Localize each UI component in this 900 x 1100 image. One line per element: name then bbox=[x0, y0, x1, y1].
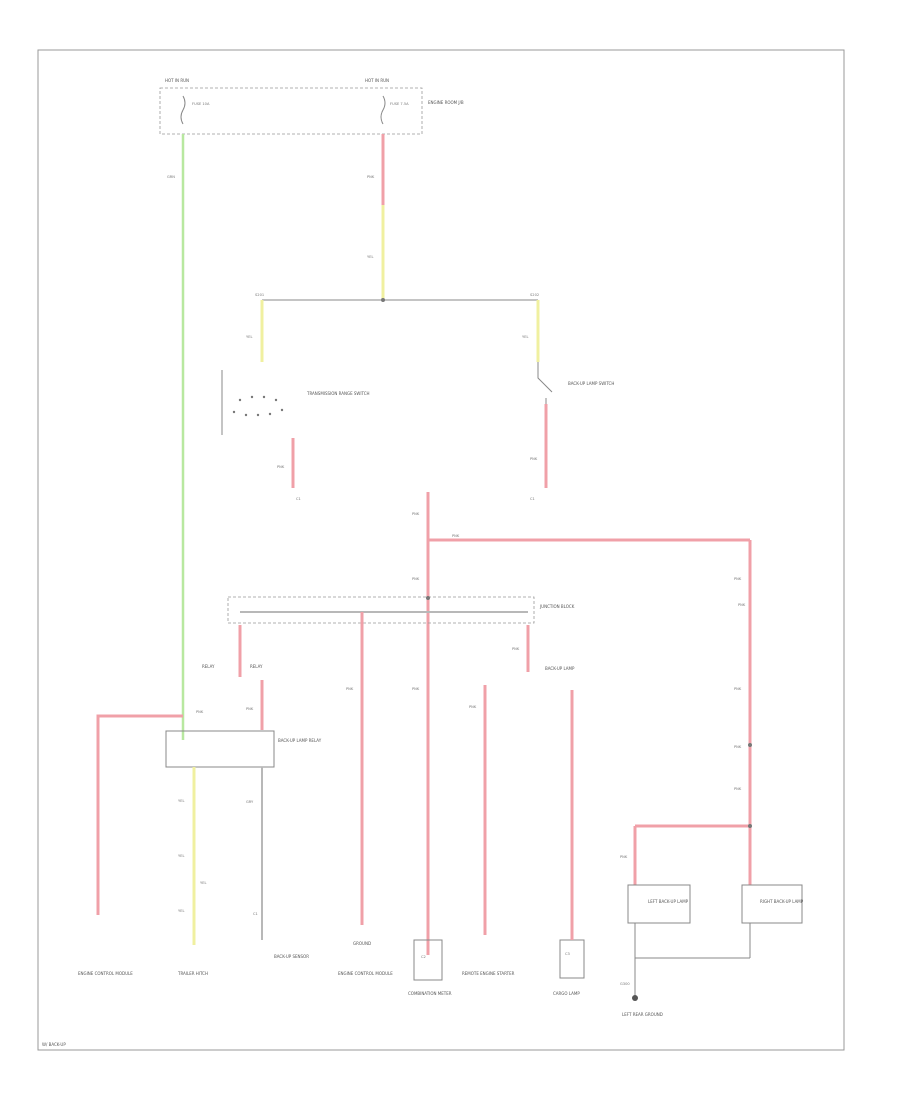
fuse-right-icon bbox=[380, 95, 386, 125]
lamp-left-label: LEFT BACK-UP LAMP bbox=[648, 899, 689, 904]
bottom-label-3: BACK-UP SENSOR bbox=[274, 954, 309, 959]
footer-label: W/ BACK-UP bbox=[42, 1042, 66, 1047]
wire-pink-right-top-label: PNK bbox=[734, 577, 742, 581]
wire-pink-left-long-label: PNK bbox=[196, 710, 204, 714]
fuse-box bbox=[159, 87, 423, 135]
wire-pink-center-low-label: PNK bbox=[412, 577, 420, 581]
connector-1-label: C1 bbox=[253, 912, 258, 916]
tcm-pin-1 bbox=[238, 398, 242, 402]
wire-pink-left-long bbox=[96, 714, 183, 915]
wire-pink-top-label: PNK bbox=[367, 175, 375, 179]
wire-pink-lower-3-label: PNK bbox=[412, 687, 420, 691]
fuse-left-label: FUSE 10A bbox=[192, 102, 210, 106]
tcm-pin-7 bbox=[256, 413, 260, 417]
wire-green-label: GRN bbox=[167, 175, 175, 179]
backup-switch-name: BACK-UP LAMP SWITCH bbox=[568, 381, 614, 386]
tcm-pin-5 bbox=[232, 410, 236, 414]
wire-pink-right-3-label: PNK bbox=[734, 687, 742, 691]
tcm-pin-9 bbox=[280, 408, 284, 412]
wire-pink-right-2-label: PNK bbox=[738, 603, 746, 607]
right-backup-lamp bbox=[741, 884, 803, 924]
ground-icon bbox=[632, 995, 638, 1001]
backup-relay-module bbox=[165, 730, 275, 768]
wire-yellow-module-3-label: YEL bbox=[200, 881, 206, 885]
tcm-pin-4 bbox=[274, 398, 278, 402]
fuse-box-right-label: HOT IN RUN bbox=[365, 78, 389, 83]
bottom-label-6: REMOTE ENGINE STARTER bbox=[462, 971, 515, 976]
wire-yellow-module-4-label: YEL bbox=[178, 909, 184, 913]
bottom-label-4: ENGINE CONTROL MODULE bbox=[338, 971, 393, 976]
fuse-left-icon bbox=[180, 95, 186, 125]
bottom-label-5: COMBINATION METER bbox=[408, 991, 452, 996]
junction-block bbox=[227, 596, 535, 624]
wire-pink-lower-5-label: PNK bbox=[512, 647, 520, 651]
wire-pink-right-6-label: PNK bbox=[620, 855, 628, 859]
ground-label: G300 bbox=[620, 982, 630, 986]
junction-block-label: JUNCTION BLOCK bbox=[539, 604, 575, 609]
pin-backup-label: C1 bbox=[530, 497, 535, 501]
tcm-pin-2 bbox=[250, 395, 254, 399]
wire-pink-right-4-label: PNK bbox=[734, 745, 742, 749]
bottom-label-2: TRAILER HITCH bbox=[177, 971, 208, 976]
tcm-pin-8 bbox=[268, 412, 272, 416]
wire-yellow-module-label: YEL bbox=[178, 799, 184, 803]
wire-yellow-left-label: YEL bbox=[246, 335, 252, 339]
splice-left-label: S201 bbox=[255, 293, 264, 297]
wire-yellow-module-2-label: YEL bbox=[178, 854, 184, 858]
wire-pink-tcm-label: PNK bbox=[277, 465, 285, 469]
splice-dot-center bbox=[381, 298, 385, 302]
wire-grey-module-label: GRY bbox=[246, 800, 254, 804]
lamp-right-label: RIGHT BACK-UP LAMP bbox=[760, 899, 804, 904]
tcm-name: TRANSMISSION RANGE SWITCH bbox=[306, 391, 370, 396]
ground-name: LEFT REAR GROUND bbox=[622, 1012, 663, 1017]
fuse-box-left-label: HOT IN RUN bbox=[165, 78, 189, 83]
wire-pink-backup-label: PNK bbox=[530, 457, 538, 461]
pin-tcm-label: C1 bbox=[296, 497, 301, 501]
relay-2-label: RELAY bbox=[250, 664, 263, 669]
connector-3-label: C3 bbox=[565, 952, 570, 956]
wire-yellow-right-label: YEL bbox=[522, 335, 528, 339]
bottom-label-1: ENGINE CONTROL MODULE bbox=[78, 971, 133, 976]
left-backup-lamp bbox=[627, 884, 691, 924]
wire-yellow-top-label: YEL bbox=[367, 255, 373, 259]
fuse-box-name: ENGINE ROOM J/B bbox=[428, 100, 464, 105]
wire-pink-lower-2-label: PNK bbox=[346, 687, 354, 691]
tcm-pin-3 bbox=[262, 395, 266, 399]
wire-pink-right-5-label: PNK bbox=[734, 787, 742, 791]
splice-dot-right-bottom bbox=[748, 824, 752, 828]
splice-dot-right-top bbox=[748, 743, 752, 747]
connector-3-box bbox=[559, 939, 585, 979]
connector-2-box bbox=[413, 939, 443, 981]
backup-switch-icon bbox=[537, 362, 553, 404]
splice-right-label: S202 bbox=[530, 293, 539, 297]
wire-pink-center-label: PNK bbox=[412, 512, 420, 516]
wire-pink-lower-4-label: PNK bbox=[469, 705, 477, 709]
wire-pink-lower-1-label: PNK bbox=[246, 707, 254, 711]
wire-pink-horizontal-label: PNK bbox=[452, 534, 460, 538]
diagram-frame bbox=[37, 49, 845, 1051]
module-name: BACK-UP LAMP RELAY bbox=[278, 738, 322, 743]
bottom-label-8: GROUND bbox=[353, 941, 371, 946]
junction-dot bbox=[426, 596, 430, 600]
bottom-label-7: CARGO LAMP bbox=[553, 991, 580, 996]
connector-2-label: C2 bbox=[421, 955, 426, 959]
tcm-pin-6 bbox=[244, 413, 248, 417]
relay-1-label: RELAY bbox=[202, 664, 215, 669]
fuse-right-label: FUSE 7.5A bbox=[390, 102, 409, 106]
socket-label: BACK-UP LAMP bbox=[545, 666, 575, 671]
